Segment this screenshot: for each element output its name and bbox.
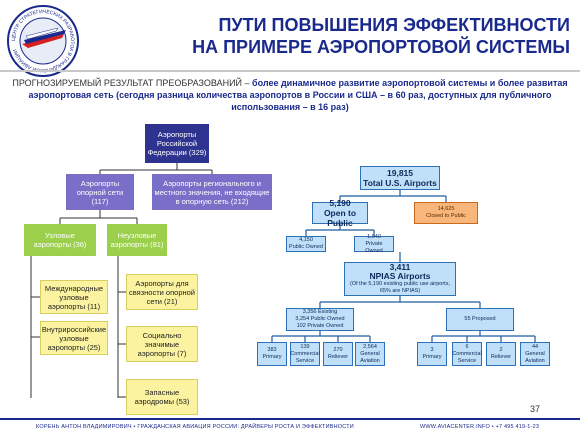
- us-closed-box: 14,625 Closed to Public: [414, 202, 478, 224]
- us-npias-note: (Of the 5,190 existing public use airpor…: [350, 281, 450, 294]
- us-private-owned-box: 1,040 Private Owned: [354, 233, 394, 254]
- ru-nonhub-box: Неузловые аэропорты (81): [107, 224, 167, 256]
- us-npias-num: 3,411: [389, 262, 411, 272]
- us-public-num: 5,190: [329, 198, 351, 208]
- slide-title: ПУТИ ПОВЫШЕНИЯ ЭФФЕКТИВНОСТИ НА ПРИМЕРЕ …: [150, 14, 570, 58]
- ru-hub-box: Узловые аэропорты (36): [24, 224, 96, 256]
- us-total-label: Total U.S. Airports: [363, 178, 437, 188]
- us-pr-general-box: 44 General Aviation: [520, 342, 550, 366]
- us-ex-commercial-label: Commercial Service: [290, 350, 320, 364]
- us-ex-primary-label: Primary: [262, 354, 282, 360]
- us-ex-commercial-box: 139 Commercial Service: [290, 342, 320, 366]
- title-line-2: НА ПРИМЕРЕ АЭРОПОРТОВОЙ СИСТЕМЫ: [192, 37, 570, 57]
- us-existing-box: 3,356 Existing 3,254 Public Owned 102 Pr…: [286, 308, 354, 331]
- us-public-box: 5,190 Open to Public: [312, 198, 368, 228]
- us-closed-num: 14,625: [437, 206, 455, 212]
- us-proposed-l1: 55 Proposed: [464, 316, 496, 322]
- footer-divider: [0, 418, 580, 420]
- us-pr-primary-num: 3: [430, 347, 434, 353]
- us-private-owned-num: 1,040: [367, 233, 381, 240]
- subtitle-lead: ПРОГНОЗИРУЕМЫЙ РЕЗУЛЬТАТ ПРЕОБРАЗОВАНИЙ …: [12, 78, 253, 88]
- footer-author: КОРЕНЬ АНТОН ВЛАДИМИРОВИЧ • ГРАЖДАНСКАЯ …: [36, 424, 354, 430]
- us-npias-label: NPIAS Airports: [369, 271, 431, 281]
- us-pr-reliever-num: 2: [499, 347, 503, 353]
- page-number: 37: [530, 404, 541, 414]
- us-pr-reliever-box: 2 Reliever: [486, 342, 516, 366]
- us-public-label: Open to Public: [323, 208, 357, 228]
- us-pr-general-num: 44: [531, 343, 539, 350]
- us-pr-commercial-num: 6: [465, 343, 469, 350]
- us-pr-primary-box: 3 Primary: [417, 342, 447, 366]
- us-pr-commercial-box: 6 Commercial Service: [452, 342, 482, 366]
- us-ex-commercial-num: 139: [300, 343, 310, 350]
- us-pr-reliever-label: Reliever: [490, 354, 512, 360]
- us-pr-primary-label: Primary: [422, 354, 442, 360]
- us-public-owned-num: 4,150: [299, 237, 313, 243]
- ru-reserve-box: Запасные аэродромы (53): [126, 379, 198, 415]
- us-total-num: 19,815: [387, 168, 413, 178]
- ru-social-box: Социально значимые аэропорты (7): [126, 326, 198, 362]
- us-npias-box: 3,411 NPIAS Airports (Of the 5,190 exist…: [344, 262, 456, 296]
- us-total-box: 19,815 Total U.S. Airports: [360, 166, 440, 190]
- us-ex-reliever-box: 270 Reliever: [323, 342, 353, 366]
- us-private-owned-label: Private Owned: [365, 240, 383, 254]
- ru-connectivity-box: Аэропорты для связности опорной сети (21…: [126, 274, 198, 310]
- ru-domestic-hub-box: Внутрироссийские узловые аэропорты (25): [40, 321, 108, 355]
- us-pr-general-label: General Aviation: [525, 350, 545, 364]
- us-ex-general-box: 2,564 General Aviation: [355, 342, 385, 366]
- us-ex-primary-box: 383 Primary: [257, 342, 287, 366]
- footer-website: WWW.AVIACENTER.INFO • +7 495 419-1-23: [420, 424, 540, 430]
- us-existing-l3: 102 Private Owned: [296, 323, 344, 329]
- us-public-owned-box: 4,150 Public Owned: [286, 236, 326, 252]
- title-line-1: ПУТИ ПОВЫШЕНИЯ ЭФФЕКТИВНОСТИ: [218, 15, 570, 35]
- aviation-center-logo: ЦЕНТР СТРАТЕГИЧЕСКИХ РАЗРАБОТОК В ГРАЖДА…: [7, 5, 79, 77]
- subtitle-emphasis: более динамичное развитие аэропортовой с…: [28, 78, 568, 112]
- us-ex-reliever-num: 270: [333, 347, 343, 353]
- us-ex-general-num: 2,564: [363, 343, 377, 350]
- us-public-owned-label: Public Owned: [289, 244, 323, 250]
- header-divider: [0, 70, 580, 72]
- us-existing-l1: 3,356 Existing: [302, 309, 338, 315]
- us-proposed-box: 55 Proposed: [446, 308, 514, 331]
- us-closed-label: Closed to Public: [426, 213, 466, 219]
- us-ex-reliever-label: Reliever: [327, 354, 349, 360]
- us-pr-commercial-label: Commercial Service: [452, 350, 482, 364]
- us-existing-l2: 3,254 Public Owned: [295, 316, 345, 322]
- ru-regional-box: Аэропорты регионального и местного значе…: [152, 174, 272, 210]
- us-ex-primary-num: 383: [267, 347, 277, 353]
- subtitle: ПРОГНОЗИРУЕМЫЙ РЕЗУЛЬТАТ ПРЕОБРАЗОВАНИЙ …: [8, 77, 572, 113]
- ru-root-box: Аэропорты Российской Федерации (329): [145, 124, 209, 163]
- ru-international-hub-box: Международные узловые аэропорты (11): [40, 280, 108, 314]
- ru-core-network-box: Аэропорты опорной сети (117): [66, 174, 134, 210]
- us-ex-general-label: General Aviation: [360, 350, 380, 364]
